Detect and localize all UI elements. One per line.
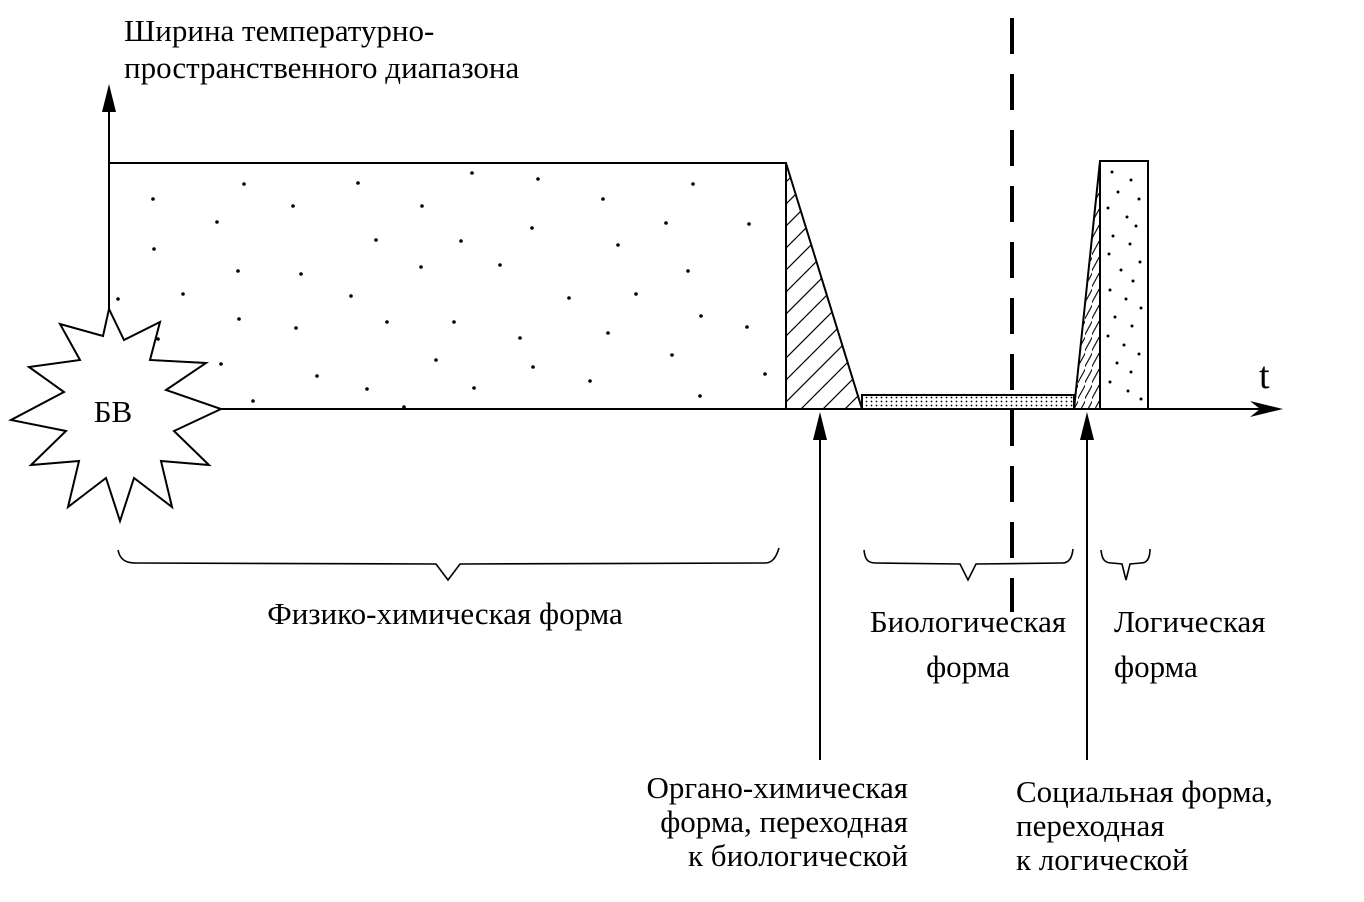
logical-form-label-line: Логическая	[1114, 604, 1266, 639]
y-axis-arrowhead	[102, 84, 116, 112]
brace-physico-chemical	[117, 547, 780, 582]
biological-form-label-line: форма	[926, 649, 1010, 684]
brace-logical	[1100, 548, 1151, 581]
x-axis-label: t	[1259, 355, 1270, 397]
organo-chemical-triangle	[785, 162, 864, 410]
physico-chemical-form-label-line: Физико-химическая форма	[267, 596, 623, 631]
physico-chemical-dots	[116, 171, 767, 409]
x-axis-arrowhead	[1250, 401, 1283, 417]
organo-chemical-form-label-line: Органо-химическая	[646, 770, 908, 805]
big-bang-label: БВ	[93, 394, 133, 429]
social-form-label-line: Социальная форма,	[1016, 774, 1273, 809]
biological-form-label: Биологическая форма	[848, 599, 1088, 689]
big-bang-star	[8, 305, 224, 525]
physico-chemical-block	[108, 162, 787, 409]
logical-form-label: Логическая форма	[1114, 599, 1266, 689]
social-form-label-line: переходная	[1016, 808, 1165, 843]
biological-form-label-line: Биологическая	[869, 604, 1067, 639]
logical-form-label-line: форма	[1114, 649, 1198, 684]
physico-chemical-form-label: Физико-химическая форма	[200, 597, 690, 631]
organo-chemical-form-label-line: к биологической	[688, 838, 908, 873]
arrow-social-head	[1080, 412, 1094, 440]
y-axis-label: Ширина температурно- пространственного д…	[124, 14, 519, 85]
arrow-organo-chemical-head	[813, 412, 827, 440]
logical-block-dots	[1106, 170, 1143, 401]
social-form-label: Социальная форма, переходная к логическо…	[1016, 775, 1273, 877]
y-axis-label-line: пространственного диапазона	[124, 50, 520, 85]
organo-chemical-form-label-line: форма, переходная	[660, 804, 908, 839]
brace-biological	[863, 548, 1074, 582]
social-form-label-line: к логической	[1016, 842, 1189, 877]
logical-block	[1099, 160, 1149, 410]
social-triangle	[1072, 160, 1101, 410]
organo-chemical-form-label: Органо-химическая форма, переходная к би…	[580, 771, 908, 873]
biological-strip	[861, 394, 1075, 410]
y-axis-label-line: Ширина температурно-	[124, 13, 435, 48]
